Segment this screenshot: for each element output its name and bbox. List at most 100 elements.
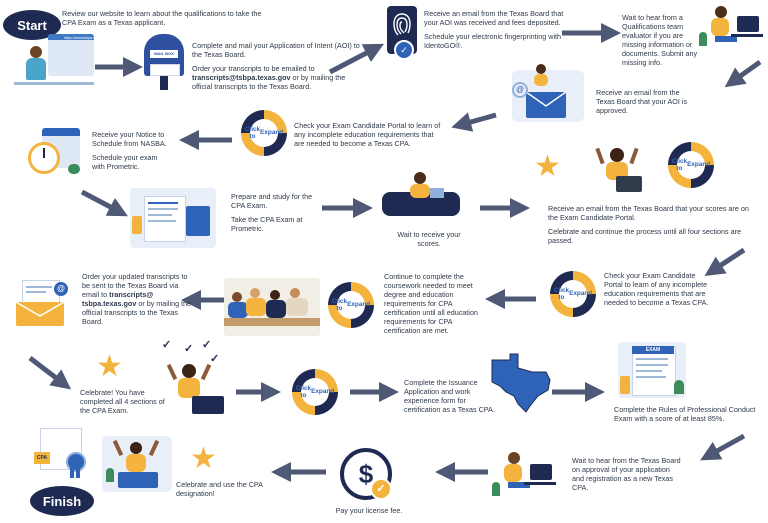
- doc-line: [636, 358, 668, 360]
- step-celebrate-continue: Celebrate and continue the process until…: [548, 227, 741, 245]
- calendar-header: [42, 128, 80, 136]
- person-head: [30, 46, 42, 58]
- envelope-icon: [15, 301, 65, 326]
- person-legs: [508, 482, 530, 488]
- student-body: [246, 298, 266, 316]
- person-body: [410, 184, 430, 198]
- student-head: [250, 288, 260, 298]
- step-schedule-prometric: Schedule your exam with Prometric.: [92, 153, 158, 171]
- student-head: [290, 288, 300, 298]
- doc-line: [636, 370, 662, 372]
- step-wait-scores: Wait to receive your scores.: [397, 230, 461, 248]
- step-pay-license-fee: Pay your license fee.: [335, 506, 403, 515]
- step-review-website: Review our website to learn about the qu…: [62, 9, 262, 27]
- person-head: [536, 64, 546, 74]
- person-head: [182, 364, 196, 378]
- rules-exam-illustration: EXAM: [614, 340, 690, 404]
- checkmark-icon: ✓: [202, 339, 212, 351]
- arrow-4-5: [724, 59, 762, 88]
- student-body: [286, 298, 308, 316]
- desk-icon: [118, 472, 158, 488]
- desk-line: [731, 34, 763, 37]
- step-notice-to-schedule: Receive your Notice to Schedule from NAS…: [92, 130, 172, 176]
- step-issuance-application: Complete the Issuance Application and wo…: [404, 378, 495, 414]
- arrow-13-14: [28, 356, 72, 390]
- browser-url: https://www.tsbpa.texas.gov: [64, 36, 109, 40]
- arrow-5-6: [451, 112, 497, 132]
- finish-badge: Finish: [30, 486, 94, 516]
- step-fingerprinting: Schedule your electronic fingerprinting …: [424, 32, 562, 50]
- step-celebrate-exam: Celebrate! You have completed all 4 sect…: [80, 388, 165, 415]
- dollar-icon: $: [340, 448, 392, 500]
- monitor-icon: [48, 34, 94, 76]
- celebrating-woman-illustration: [592, 142, 646, 194]
- transcript-email-illustration: @: [14, 278, 70, 328]
- student-body: [228, 302, 248, 318]
- transcripts-email-2: transcripts@ tsbpa.texas.gov: [82, 290, 154, 308]
- email-illustration: @: [508, 62, 588, 126]
- desk-line: [14, 82, 94, 85]
- person-body: [26, 58, 46, 80]
- step-notice-text: Receive your Notice to Schedule from NAS…: [92, 130, 167, 148]
- envelope-flap: [15, 301, 65, 317]
- step-aoi-received-text: Receive an email from the Texas Board th…: [424, 9, 564, 27]
- step-wait-evaluator: Wait to hear from a Qualifications team …: [622, 13, 698, 67]
- step-mail-aoi: Complete and mail your Application of In…: [192, 41, 360, 96]
- envelope-flap: [525, 91, 567, 107]
- doc-line: [148, 208, 178, 210]
- cpa-tag: CPA: [34, 452, 50, 464]
- step-wait-approval: Wait to hear from the Texas Board on app…: [572, 456, 681, 492]
- license-fee-illustration: $ ✓: [338, 446, 394, 502]
- doc-line: [148, 202, 178, 204]
- doc-line: [148, 220, 176, 222]
- step-mail-aoi-text: Complete and mail your Application of In…: [192, 41, 360, 59]
- step-aoi-approved: Receive an email from the Texas Board th…: [596, 88, 688, 115]
- cpa-celebration-illustration: [102, 432, 172, 496]
- desk-line: [524, 482, 556, 485]
- plant-icon: [106, 468, 114, 482]
- star-icon: ★: [534, 150, 561, 183]
- classroom-illustration: [224, 278, 320, 336]
- step-prepare-text: Prepare and study for the CPA Exam.: [231, 192, 313, 210]
- at-sign-icon: @: [54, 282, 68, 296]
- step-check-portal-2: Check your Exam Candidate Portal to lear…: [604, 271, 709, 307]
- checkmark-icon: ✓: [162, 339, 172, 351]
- raised-arm: [166, 363, 178, 381]
- plant-icon: [699, 32, 707, 46]
- star-icon: ★: [96, 350, 123, 383]
- person-head: [130, 442, 142, 454]
- checkmark-icon: ✓: [370, 478, 392, 500]
- plant-icon: [492, 482, 500, 496]
- step-order-transcripts: Order your transcripts to be emailed to …: [192, 64, 346, 91]
- monitor-icon: [530, 464, 552, 480]
- exam-header: EXAM: [632, 346, 674, 354]
- laptop-icon: [430, 188, 444, 198]
- step-rules-exam: Complete the Rules of Professional Condu…: [614, 405, 756, 423]
- at-sign-icon: @: [512, 82, 528, 98]
- step-check-portal-1: Check your Exam Candidate Portal to lear…: [294, 121, 441, 148]
- person-body: [711, 18, 729, 36]
- desk-line: [224, 318, 320, 326]
- plant-icon: [68, 164, 80, 174]
- book-icon: [186, 206, 210, 236]
- woman-at-desk-illustration: [697, 2, 765, 58]
- person-head: [715, 6, 727, 18]
- plant-icon: [674, 380, 684, 394]
- student-head: [270, 290, 280, 300]
- laptop-icon: [616, 176, 642, 192]
- fingerprint-icon: ✓: [387, 6, 417, 60]
- man-at-desk-illustration: [492, 446, 558, 502]
- schedule-illustration: [28, 124, 86, 178]
- step-aoi-received: Receive an email from the Texas Board th…: [424, 9, 574, 55]
- study-illustration: [124, 186, 224, 254]
- envelope-icon: [525, 91, 567, 118]
- completed-sections-illustration: ✓ ✓ ✓ ✓: [156, 338, 228, 416]
- monitor-icon: [737, 16, 759, 32]
- laptop-icon: [192, 396, 224, 414]
